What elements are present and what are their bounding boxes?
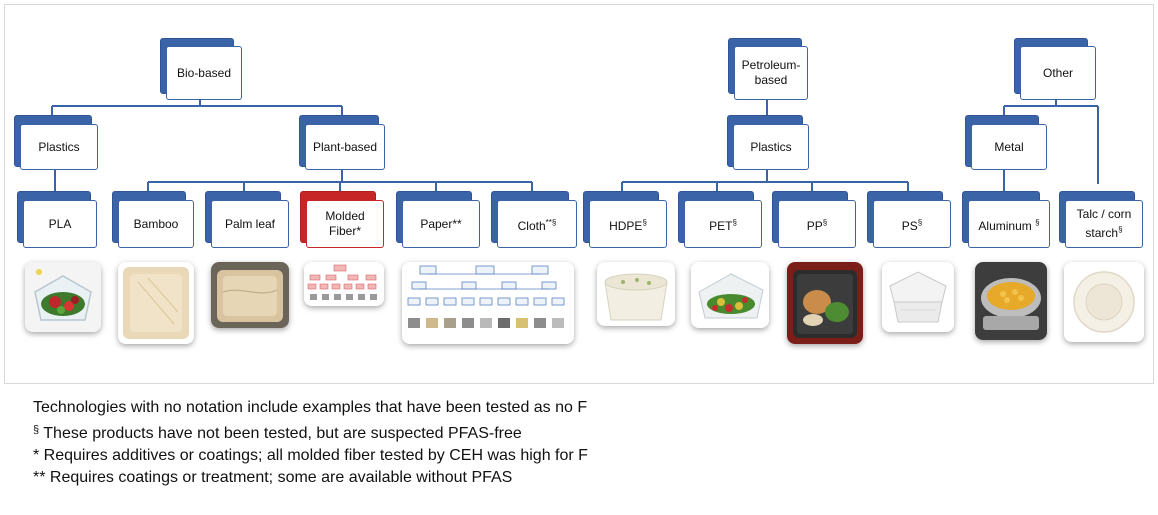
- note-line-2: § These products have not been tested, b…: [33, 419, 1033, 445]
- petroleum-label: Petroleum- based: [742, 58, 801, 88]
- cloth-text: Cloth: [517, 218, 546, 233]
- pet-label: PET§: [709, 215, 737, 234]
- metal-label: Metal: [994, 139, 1024, 154]
- pet-node: PET§: [684, 200, 762, 248]
- petroleum-line2: based: [754, 73, 788, 87]
- petroleum-line1: Petroleum-: [741, 58, 801, 72]
- aluminum-label: Aluminum §: [978, 215, 1039, 234]
- petro-plastics-node: Plastics: [733, 124, 809, 170]
- cloth-mark: **§: [545, 217, 557, 227]
- molded-fiber-node: Molded Fiber*: [306, 200, 384, 248]
- pla-clamshell-photo: [25, 262, 101, 332]
- hdpe-node: HDPE§: [589, 200, 667, 248]
- cloth-label: Cloth**§: [518, 215, 557, 234]
- molded-fiber-line2: Fiber: [328, 224, 357, 238]
- ps-clamshell-image: [882, 262, 954, 332]
- talc-plate-image: [1064, 262, 1144, 342]
- paper-mark: **: [452, 216, 462, 231]
- pet-mark: §: [732, 217, 737, 227]
- talc-line1: Talc / corn: [1076, 207, 1132, 221]
- talc-line2: starch: [1085, 226, 1119, 240]
- pla-clamshell-image: [25, 262, 101, 332]
- aluminum-tray-image: [975, 262, 1047, 340]
- pp-mark: §: [822, 217, 828, 227]
- talc-plate-photo: [1064, 262, 1144, 342]
- other-node: Other: [1020, 46, 1096, 100]
- palm-leaf-photo: [211, 262, 289, 328]
- plant-based-node: Plant-based: [305, 124, 385, 170]
- aluminum-text: Aluminum: [978, 218, 1032, 233]
- bio-plastics-label: Plastics: [38, 139, 80, 154]
- palm-leaf-node: Palm leaf: [211, 200, 289, 248]
- pet-container-photo: [691, 262, 769, 328]
- paper-diagram-thumbnail: [402, 262, 574, 344]
- note-line-1: Technologies with no notation include ex…: [33, 399, 588, 416]
- aluminum-tray-photo: [975, 262, 1047, 340]
- bamboo-plate-photo: [118, 262, 194, 344]
- ps-mark: §: [917, 217, 923, 227]
- bio-based-label: Bio-based: [176, 65, 232, 80]
- paper-text: Paper: [420, 216, 453, 231]
- bamboo-plate-image: [118, 262, 194, 344]
- ps-text: PS: [901, 218, 918, 233]
- other-label: Other: [1042, 65, 1073, 80]
- talc-node: Talc / corn starch§: [1065, 200, 1143, 248]
- metal-node: Metal: [971, 124, 1047, 170]
- pp-container-photo: [787, 262, 863, 344]
- bio-plastics-node: Plastics: [20, 124, 98, 170]
- ps-clamshell-photo: [882, 262, 954, 332]
- cloth-node: Cloth**§: [497, 200, 577, 248]
- hdpe-text: HDPE: [609, 218, 643, 233]
- pet-text: PET: [709, 218, 733, 233]
- pp-node: PP§: [778, 200, 856, 248]
- bamboo-label: Bamboo: [133, 216, 179, 231]
- note-line-3: * Requires additives or coatings; all mo…: [33, 447, 588, 464]
- pp-text: PP: [806, 218, 823, 233]
- paper-label: Paper**: [420, 217, 461, 232]
- plant-based-label: Plant-based: [312, 139, 378, 154]
- bio-based-node: Bio-based: [166, 46, 242, 100]
- legend-notes: Technologies with no notation include ex…: [33, 397, 1033, 489]
- paper-node: Paper**: [402, 200, 480, 248]
- molded-fiber-line1: Molded: [325, 209, 365, 223]
- ps-label: PS§: [902, 215, 922, 234]
- diagram-frame: [4, 4, 1154, 384]
- petro-plastics-label: Plastics: [750, 139, 792, 154]
- petroleum-node: Petroleum- based: [734, 46, 808, 100]
- pla-node: PLA: [23, 200, 97, 248]
- pet-container-image: [691, 262, 769, 328]
- talc-label: Talc / corn starch§: [1077, 207, 1132, 241]
- hdpe-container-image: [597, 262, 675, 326]
- aluminum-mark: §: [1035, 217, 1040, 227]
- pp-label: PP§: [807, 215, 827, 234]
- molded-fiber-mark: *: [356, 224, 361, 238]
- palm-leaf-label: Palm leaf: [224, 216, 276, 231]
- molded-fiber-thumbnail-image: [304, 262, 384, 306]
- talc-mark: §: [1118, 225, 1123, 234]
- molded-fiber-thumbnail: [304, 262, 384, 306]
- hdpe-container-photo: [597, 262, 675, 326]
- pp-container-image: [787, 262, 863, 344]
- bamboo-node: Bamboo: [118, 200, 194, 248]
- paper-diagram-thumbnail-image: [402, 262, 574, 344]
- note-line-4: ** Requires coatings or treatment; some …: [33, 469, 513, 486]
- molded-fiber-label: Molded Fiber*: [325, 209, 364, 239]
- pla-label: PLA: [48, 216, 72, 231]
- note-line-2-text: These products have not been tested, but…: [39, 425, 522, 442]
- palm-leaf-image: [211, 262, 289, 328]
- hdpe-label: HDPE§: [609, 215, 647, 234]
- hdpe-mark: §: [642, 217, 647, 227]
- aluminum-node: Aluminum §: [968, 200, 1050, 248]
- note-section-symbol: §: [33, 424, 40, 436]
- ps-node: PS§: [873, 200, 951, 248]
